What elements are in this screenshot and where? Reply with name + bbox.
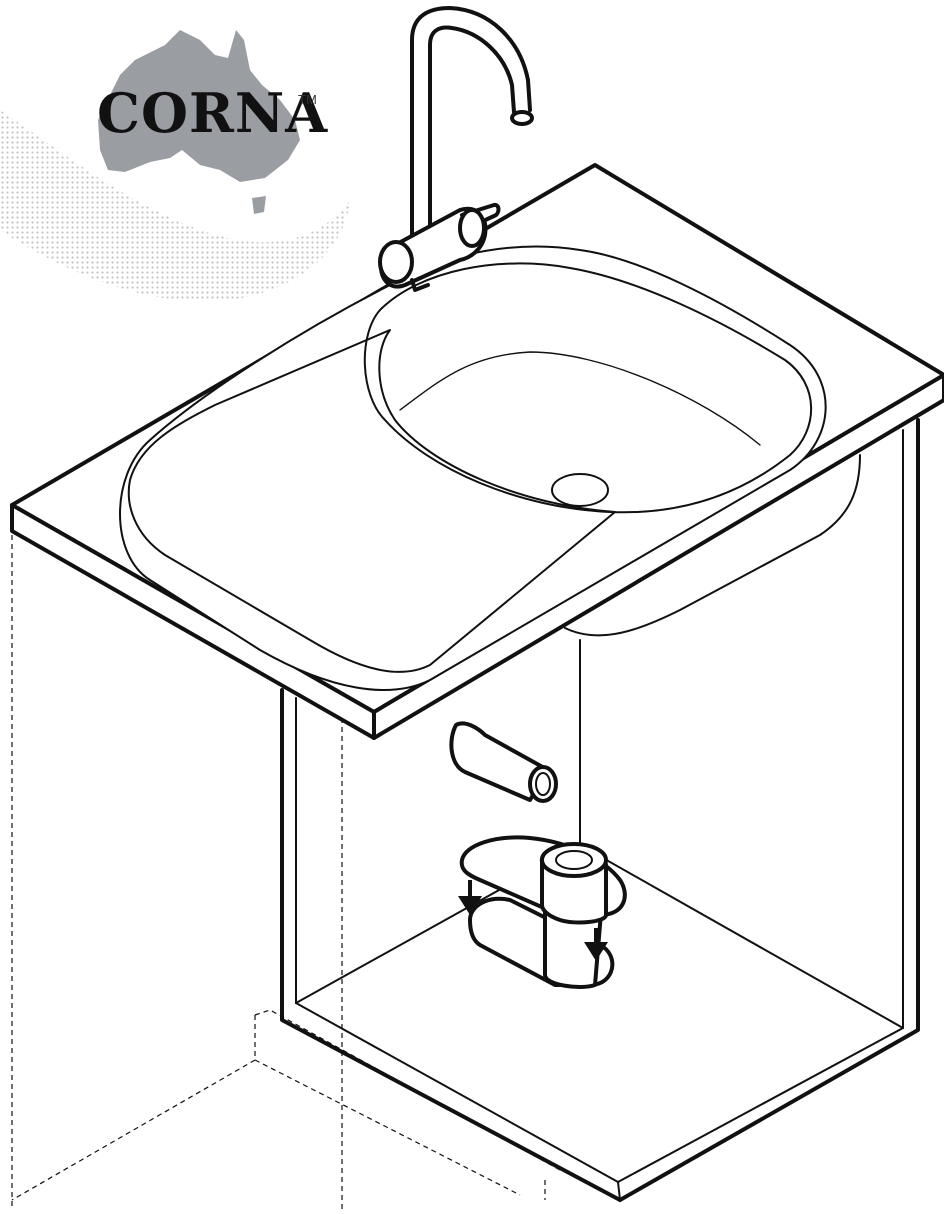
brand-name: CORNA bbox=[97, 81, 328, 145]
wall-pipe bbox=[449, 721, 558, 803]
cabinet-body bbox=[280, 418, 920, 1202]
halftone-swoosh bbox=[0, 110, 350, 302]
down-arrow-icon-2 bbox=[584, 928, 608, 961]
drain-hole bbox=[551, 473, 609, 507]
sink-bowl-underside bbox=[564, 454, 861, 637]
down-arrow-icon bbox=[458, 880, 482, 915]
filter-unit bbox=[458, 835, 627, 989]
corna-logo: CORNA TM bbox=[97, 30, 328, 214]
australia-map-icon bbox=[98, 30, 300, 182]
tasmania-shape bbox=[252, 196, 266, 214]
trademark-mark: TM bbox=[298, 92, 317, 107]
sink bbox=[119, 245, 827, 691]
faucet bbox=[378, 6, 534, 292]
